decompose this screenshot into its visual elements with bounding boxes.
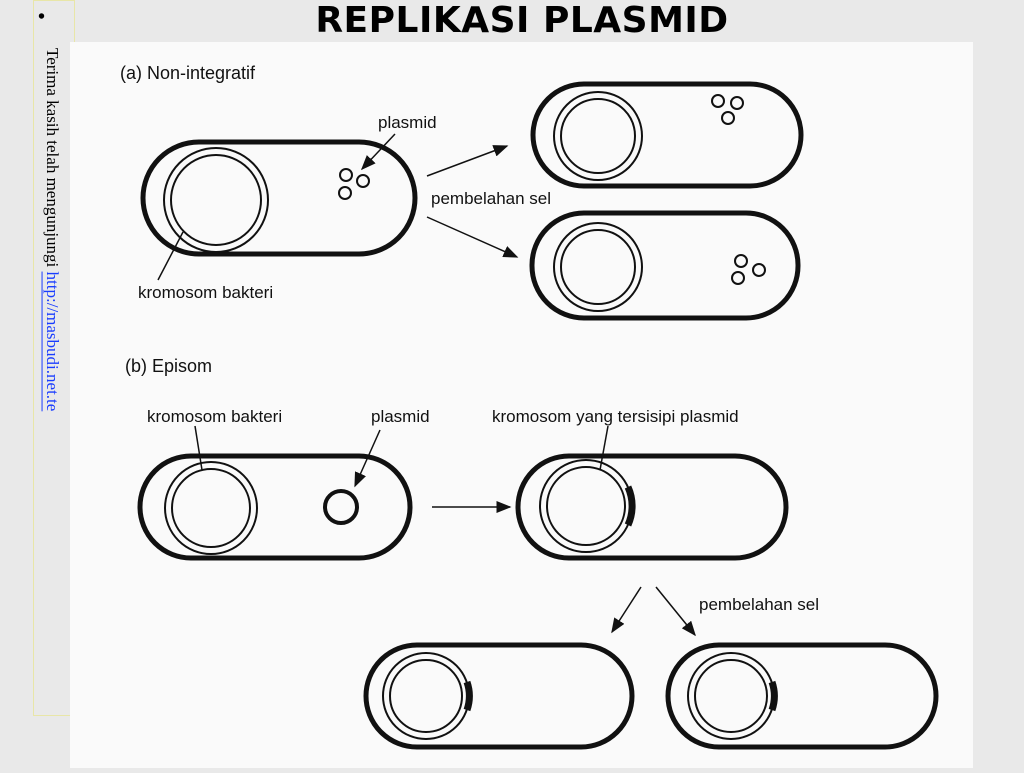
section-a-label: (a) Non-integratif — [120, 63, 256, 83]
plasmid-circle — [731, 271, 745, 285]
label-plasmid-b: plasmid — [371, 407, 430, 426]
sidebar-frame — [33, 0, 75, 716]
sidebar-text: Terima kasih telah mengunjungi — [43, 48, 62, 272]
label-plasmid-a: plasmid — [378, 113, 437, 132]
label-division-b: pembelahan sel — [699, 595, 819, 614]
plasmid-circle — [752, 263, 766, 277]
cell-b-daughter-right — [665, 642, 939, 750]
integrated-plasmid-segment — [768, 680, 778, 712]
sidebar-note: Terima kasih telah mengunjungi http://ma… — [42, 48, 62, 411]
plasmid-circle — [338, 186, 352, 200]
plasmid-circle — [734, 254, 748, 268]
cell-b-integrated — [515, 453, 789, 561]
cell-b-daughter-left — [363, 642, 635, 750]
cell-a-mother — [140, 139, 418, 257]
plasmid-circle — [339, 168, 353, 182]
plasmid-replication-diagram: (a) Non-integratif plasmid kromosom bakt… — [120, 63, 939, 750]
label-division-a: pembelahan sel — [431, 189, 551, 208]
integrated-plasmid-segment — [624, 485, 636, 527]
section-b-label: (b) Episom — [125, 356, 212, 376]
cell-a-daughter-top — [530, 81, 804, 189]
slide-title: REPLIKASI PLASMID — [315, 0, 729, 41]
diagram-panel: (a) Non-integratif plasmid kromosom bakt… — [70, 42, 973, 768]
label-chromosome-a: kromosom bakteri — [138, 283, 273, 302]
cell-b-mother — [137, 453, 413, 561]
bullet-marker: • — [38, 6, 46, 28]
plasmid-circle — [356, 174, 370, 188]
plasmid-circle — [323, 489, 359, 525]
sidebar-link[interactable]: http://masbudi.net.te — [43, 271, 62, 412]
label-chromosome-b: kromosom bakteri — [147, 407, 282, 426]
plasmid-circle — [721, 111, 735, 125]
cell-a-daughter-bottom — [529, 210, 801, 321]
integrated-plasmid-segment — [463, 680, 473, 712]
plasmid-circle — [730, 96, 744, 110]
label-integrated: kromosom yang tersisipi plasmid — [492, 407, 739, 426]
plasmid-circle — [711, 94, 725, 108]
